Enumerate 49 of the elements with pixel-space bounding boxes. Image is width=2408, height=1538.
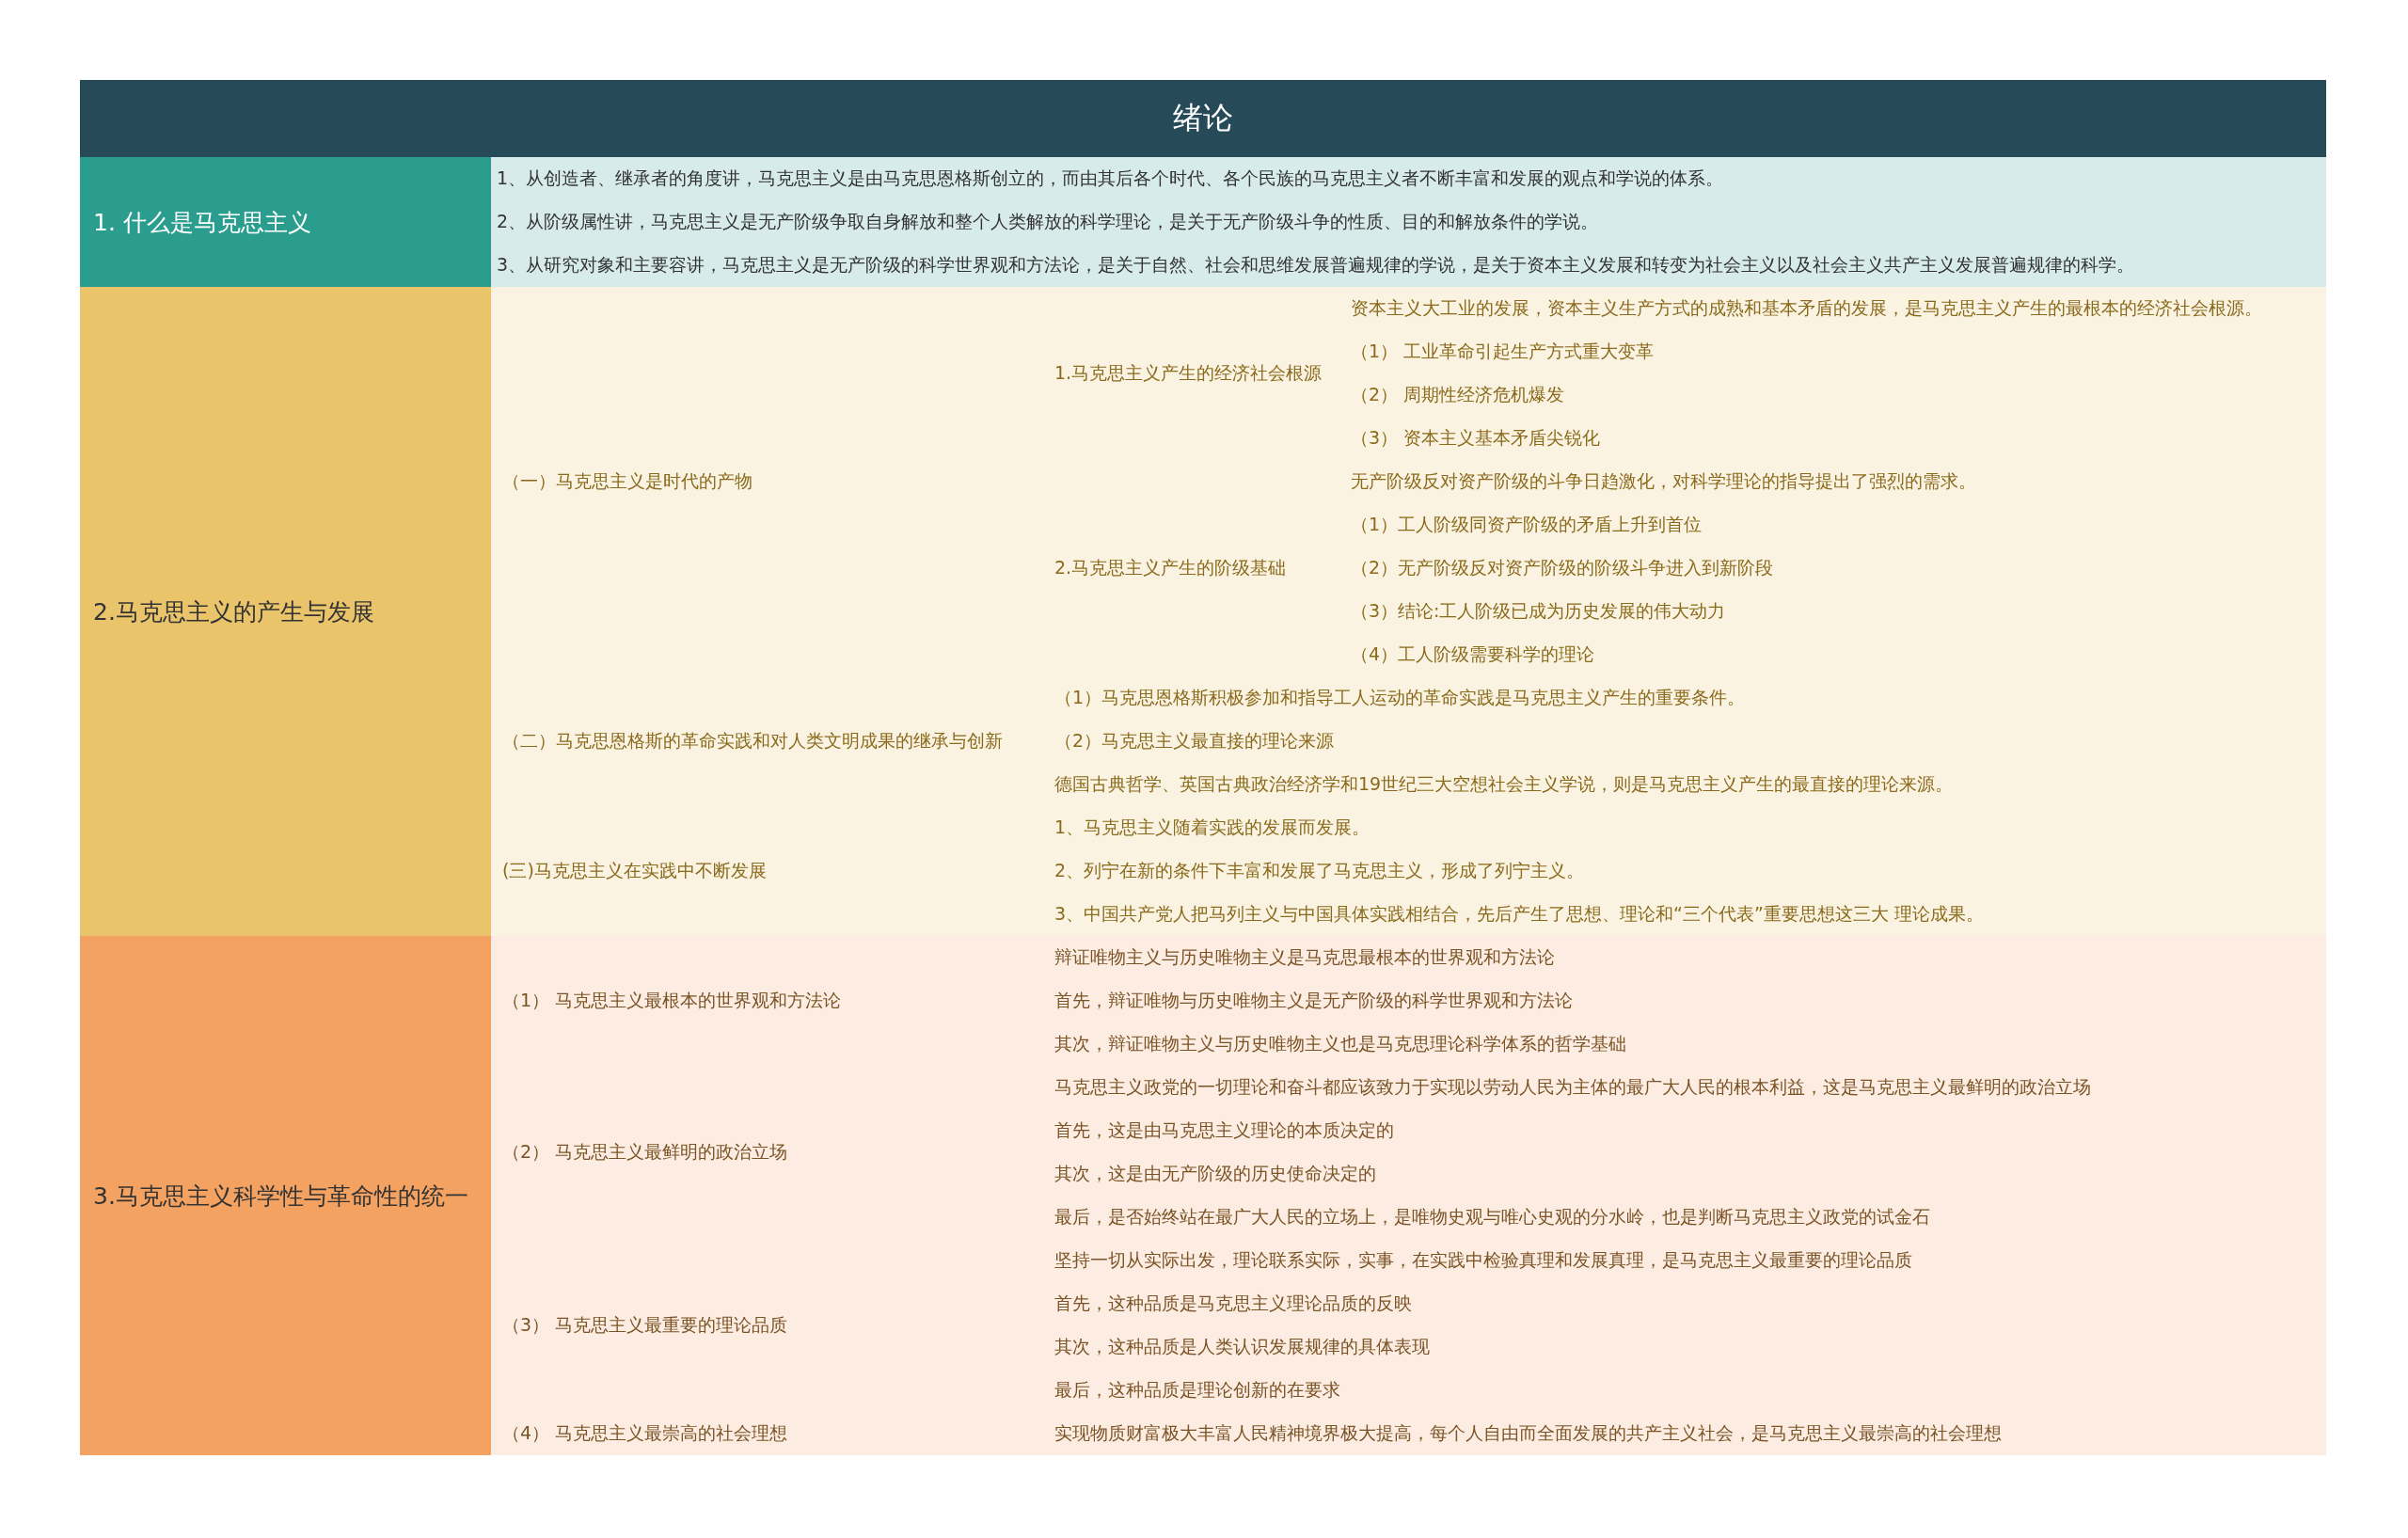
content-panel [491,157,2326,287]
detail-text: 首先，这种品质是马克思主义理论品质的反映 [1054,1292,1412,1315]
detail-text: 辩证唯物主义与历史唯物主义是马克思最根本的世界观和方法论 [1054,945,1555,969]
subheading-text: （1） 马克思主义最根本的世界观和方法论 [502,989,842,1012]
section-band [80,287,491,936]
detail-text: 首先，辩证唯物与历史唯物主义是无产阶级的科学世界观和方法论 [1054,989,1573,1012]
detail-text: 首先，这是由马克思主义理论的本质决定的 [1054,1118,1394,1142]
detail-text: （3）结论:工人阶级已成为历史发展的伟大动力 [1351,599,1726,623]
detail-text: （4）工人阶级需要科学的理论 [1351,642,1595,666]
detail-text: （2） 周期性经济危机爆发 [1351,383,1565,406]
detail-text: （2）无产阶级反对资产阶级的阶级斗争进入到新阶段 [1351,556,1774,579]
detail-text: （3） 资本主义基本矛盾尖锐化 [1351,426,1601,450]
detail-text: 其次，辩证唯物主义与历史唯物主义也是马克思理论科学体系的哲学基础 [1054,1032,1626,1055]
detail-text: 3、从研究对象和主要容讲，马克思主义是无产阶级的科学世界观和方法论，是关于自然、社会和思维发展普遍规律的学说，是关于资本主义发展和转变为社会主义以及社会主义共产主义发展普遍规律的科学。 [497,253,2135,277]
detail-text: 1、马克思主义随着实践的发展而发展。 [1054,816,1370,839]
detail-text: （1） 工业革命引起生产方式重大变革 [1351,340,1655,363]
detail-text: 最后，这种品质是理论创新的在要求 [1054,1378,1340,1402]
detail-text: （1）马克思恩格斯积极参加和指导工人运动的革命实践是马克思主义产生的重要条件。 [1054,686,1746,709]
detail-text: 2、从阶级属性讲，马克思主义是无产阶级争取自身解放和整个人类解放的科学理论，是关于无产阶级斗争的性质、目的和解放条件的学说。 [497,210,1599,233]
section-heading: 3.马克思主义科学性与革命性的统一 [93,1181,468,1212]
section-band [80,157,491,287]
detail-text: 德国古典哲学、英国古典政治经济学和19世纪三大空想社会主义学说，则是马克思主义产生的最直接的理论来源。 [1054,772,1954,796]
detail-text: （2）马克思主义最直接的理论来源 [1054,729,1335,753]
subheading-text: （3） 马克思主义最重要的理论品质 [502,1313,788,1337]
subheading-text: （二）马克思恩格斯的革命实践和对人类文明成果的继承与创新 [502,729,1003,753]
detail-text: 实现物质财富极大丰富人民精神境界极大提高，每个人自由而全面发展的共产主义社会，是马克思主义最崇高的社会理想 [1054,1421,2002,1445]
subheading-text: 1.马克思主义产生的经济社会根源 [1054,361,1323,385]
detail-text: 3、中国共产党人把马列主义与中国具体实践相结合，先后产生了思想、理论和“三个代表”重要思想这三大 理论成果。 [1054,902,1984,926]
subheading-text: （2） 马克思主义最鲜明的政治立场 [502,1140,788,1164]
detail-text: 资本主义大工业的发展，资本主义生产方式的成熟和基本矛盾的发展，是马克思主义产生的最根本的经济社会根源。 [1351,296,2262,320]
detail-text: 1、从创造者、继承者的角度讲，马克思主义是由马克思恩格斯创立的，而由其后各个时代、各个民族的马克思主义者不断丰富和发展的观点和学说的体系。 [497,166,1724,190]
detail-text: （1）工人阶级同资产阶级的矛盾上升到首位 [1351,513,1703,536]
detail-text: 马克思主义政党的一切理论和奋斗都应该致力于实现以劳动人民为主体的最广大人民的根本利益，这是马克思主义最鲜明的政治立场 [1054,1075,2091,1099]
subheading-text: （一）马克思主义是时代的产物 [502,469,752,493]
detail-text: 坚持一切从实际出发，理论联系实际，实事，在实践中检验真理和发展真理，是马克思主义最重要的理论品质 [1054,1248,1912,1272]
subheading-text: 2.马克思主义产生的阶级基础 [1054,556,1287,579]
subheading-text: (三)马克思主义在实践中不断发展 [502,859,767,882]
detail-text: 最后，是否始终站在最广大人民的立场上，是唯物史观与唯心史观的分水岭，也是判断马克思主义政党的试金石 [1054,1205,1930,1229]
content-panel [491,936,2326,1455]
title-text: 绪论 [1173,99,1233,137]
detail-text: 其次，这种品质是人类认识发展规律的具体表现 [1054,1335,1430,1358]
detail-text: 其次，这是由无产阶级的历史使命决定的 [1054,1162,1376,1185]
section-band [80,936,491,1455]
detail-text: 无产阶级反对资产阶级的斗争日趋激化，对科学理论的指导提出了强烈的需求。 [1351,469,1976,493]
subheading-text: （4） 马克思主义最崇高的社会理想 [502,1421,788,1445]
section-heading: 1. 什么是马克思主义 [93,207,311,238]
content-panel [491,287,2326,936]
section-heading: 2.马克思主义的产生与发展 [93,596,374,627]
detail-text: 2、列宁在新的条件下丰富和发展了马克思主义，形成了列宁主义。 [1054,859,1585,882]
